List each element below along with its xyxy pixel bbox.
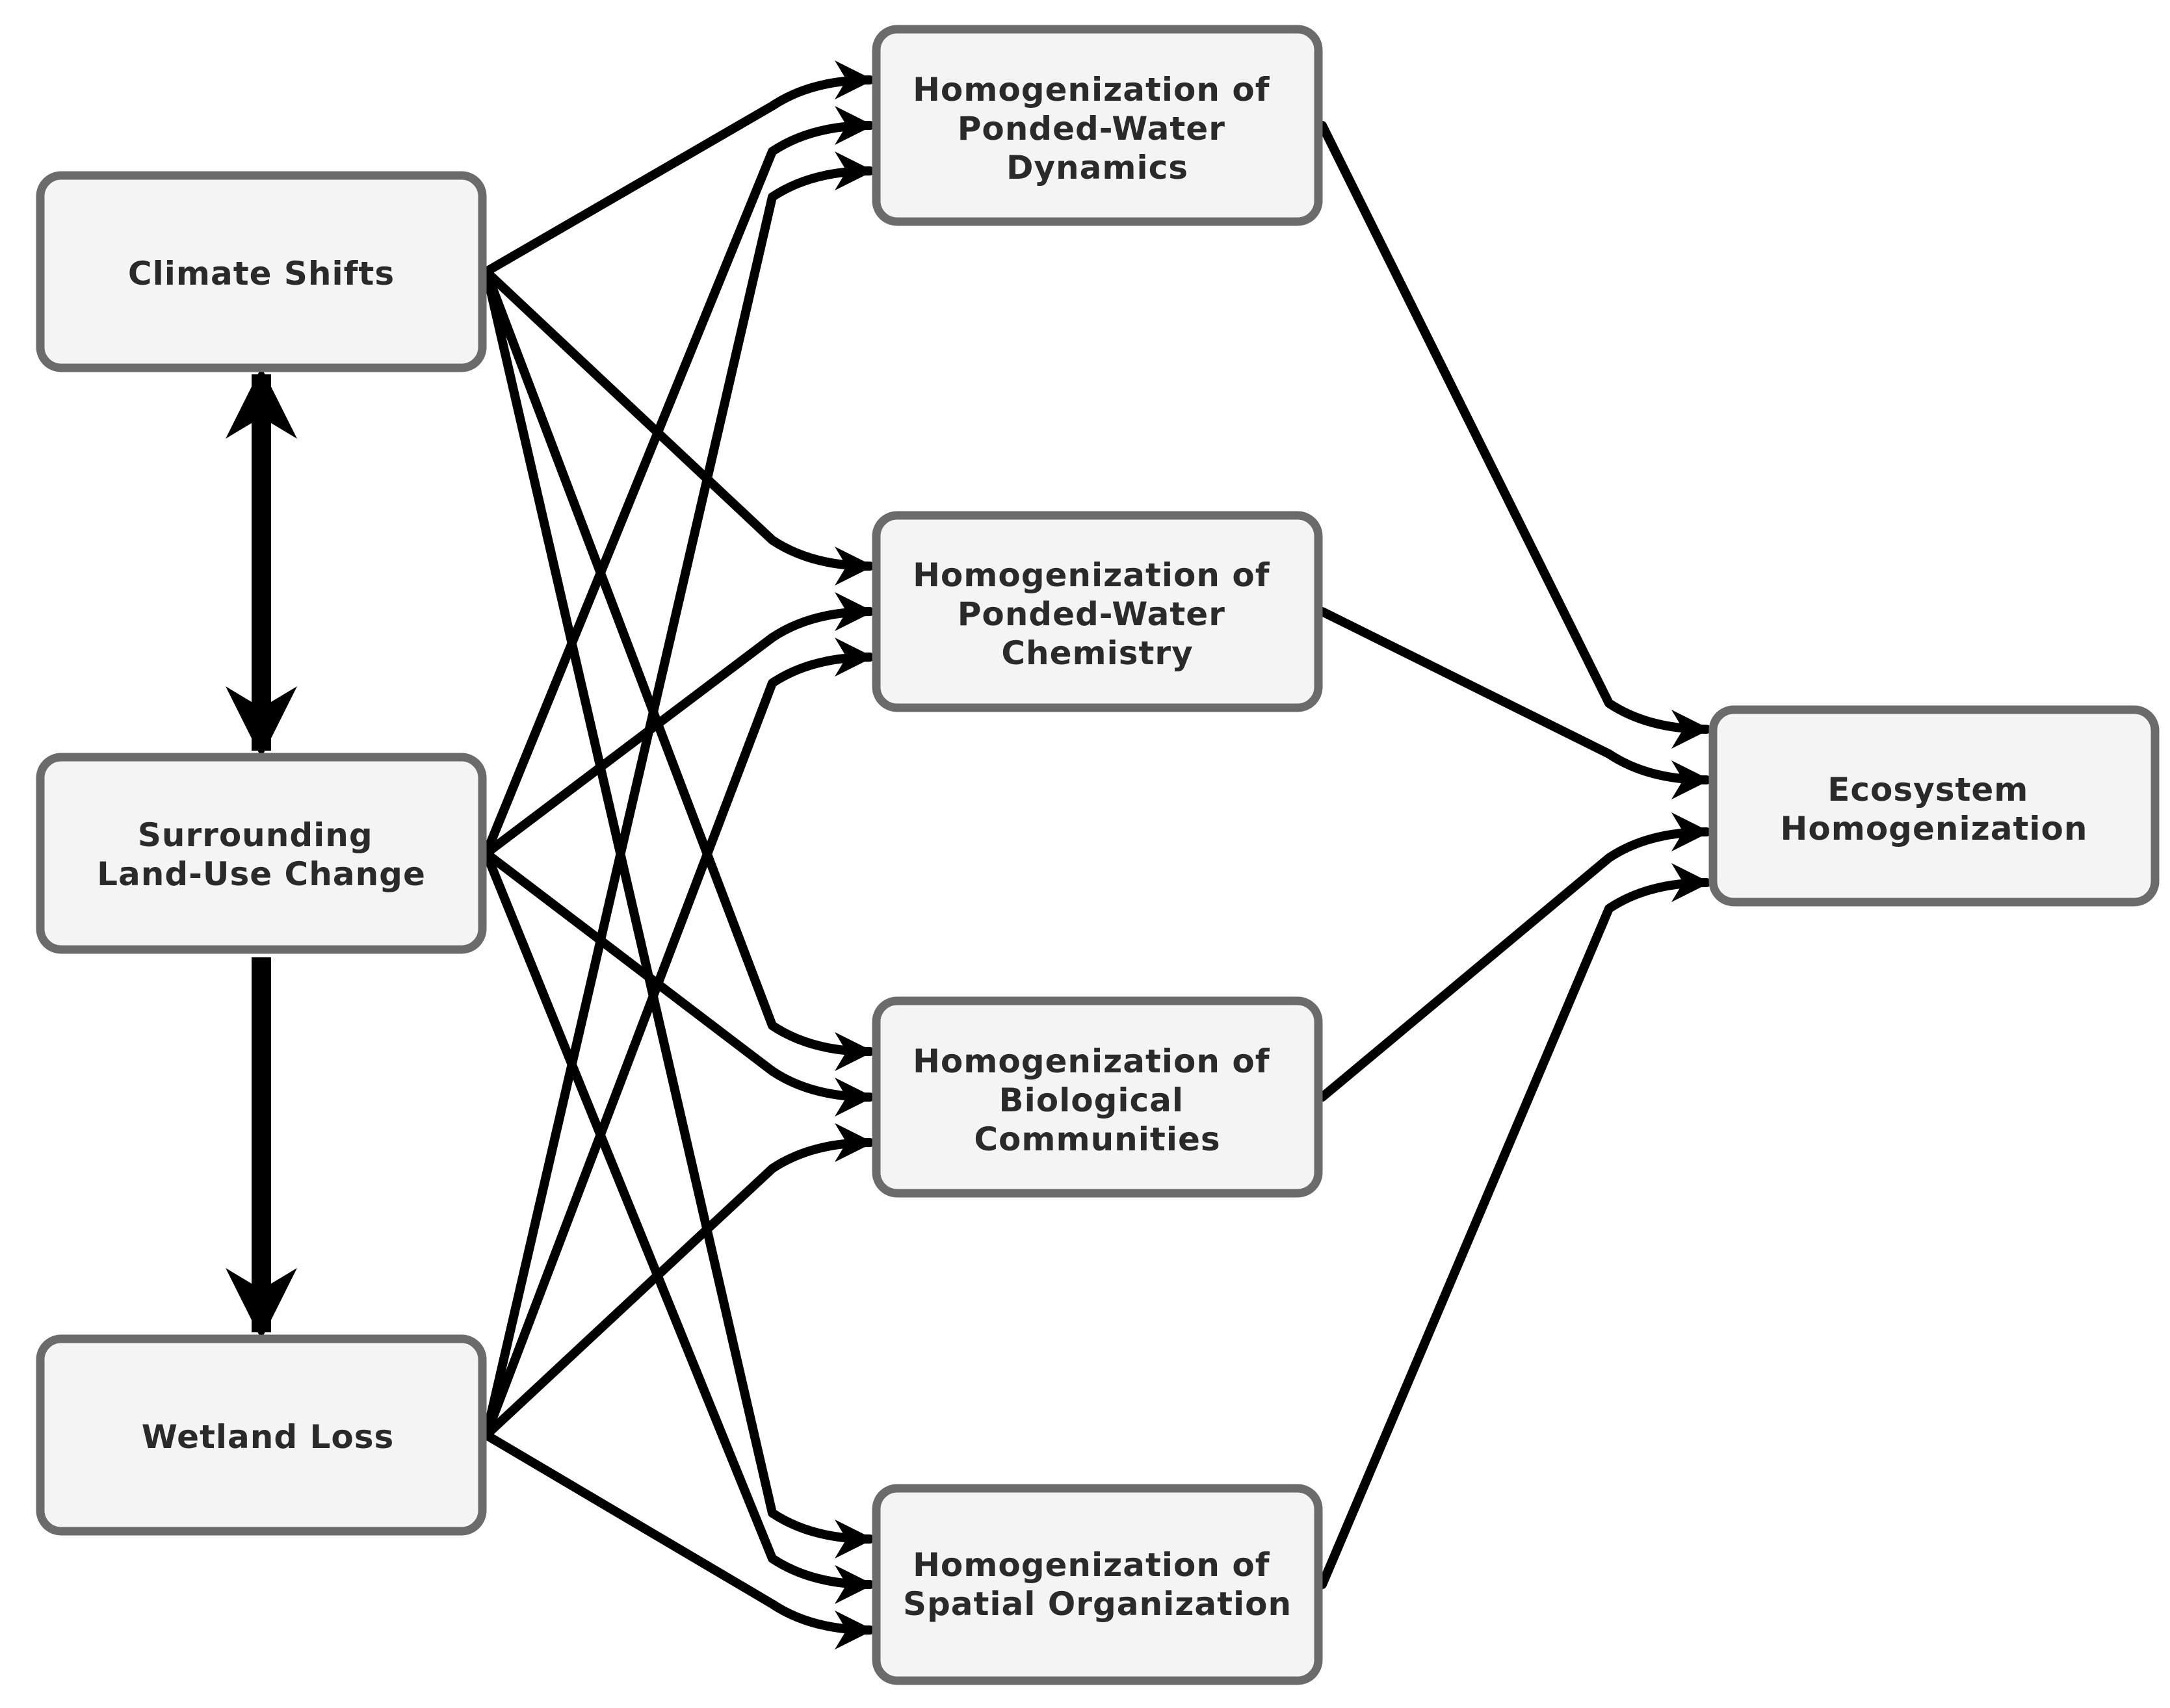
node-label-line: Homogenization of xyxy=(913,1546,1270,1584)
node-label-line: Wetland Loss xyxy=(142,1418,395,1456)
node-wetland-loss: Wetland Loss xyxy=(36,1334,487,1536)
edge-wetland-to-biological xyxy=(482,1123,874,1440)
node-ecosystem-homogenization: Ecosystem Homogenization xyxy=(1708,705,2160,907)
node-label-line: Homogenization of xyxy=(913,556,1270,594)
svg-text:Surrounding Land-Use C: Surrounding Land-Use Change xyxy=(97,816,426,893)
svg-text:Climate Shifts: Climate Shifts xyxy=(128,255,395,292)
node-ponded-water-chemistry: Homogenization of Ponded-Water Chemistry xyxy=(872,511,1323,712)
svg-text:Homogenization of Pond: Homogenization of Ponded-Water Dynamics xyxy=(913,71,1282,187)
node-label-line: Dynamics xyxy=(1006,149,1188,187)
node-label-line: Land-Use Change xyxy=(97,855,426,893)
node-label-line: Chemistry xyxy=(1001,634,1193,672)
node-label-line: Ponded-Water xyxy=(958,110,1225,148)
svg-text:Homogenization of Pond: Homogenization of Ponded-Water Chemistry xyxy=(913,556,1282,672)
node-spatial-organization: Homogenization of Spatial Organization xyxy=(872,1484,1323,1685)
node-label-line: Homogenization of xyxy=(913,71,1270,109)
edge-wetland-to-chemistry xyxy=(482,638,874,1440)
node-label-line: Surrounding xyxy=(138,816,373,854)
svg-text:Homogenization of Biol: Homogenization of Biological Communities xyxy=(913,1042,1282,1158)
edge-chemistry-to-ecosystem xyxy=(1318,607,1711,799)
node-label-line: Communities xyxy=(974,1120,1220,1158)
node-label-line: Ecosystem xyxy=(1827,771,2028,809)
edge-climate-to-dynamics xyxy=(482,60,874,276)
edge-wetland-to-dynamics xyxy=(482,151,874,1440)
node-ponded-water-dynamics: Homogenization of Ponded-Water Dynamics xyxy=(872,25,1323,226)
node-label-line: Ponded-Water xyxy=(958,595,1225,633)
svg-text:Ecosystem Homogenizati: Ecosystem Homogenization xyxy=(1781,771,2088,848)
node-biological-communities: Homogenization of Biological Communities xyxy=(872,996,1323,1198)
edge-biological-to-ecosystem xyxy=(1318,812,1711,1102)
node-surrounding-land-use-change: Surrounding Land-Use Change xyxy=(36,753,487,954)
node-label-line: Spatial Organization xyxy=(903,1585,1292,1623)
edge-landuse-to-biological xyxy=(482,849,874,1117)
edge-landuse-to-dynamics xyxy=(482,106,874,858)
edge-dynamics-to-ecosystem xyxy=(1318,121,1711,749)
edges-layer xyxy=(226,60,1711,1650)
nodes-layer: Climate Shifts Surrounding Land-Use Chan… xyxy=(36,25,2160,1685)
edge-landuse-to-spatial xyxy=(482,849,874,1604)
node-label-line: Homogenization xyxy=(1781,810,2088,848)
edge-wetland-to-spatial xyxy=(482,1430,874,1650)
edge-spatial-to-ecosystem xyxy=(1318,863,1711,1589)
edge-climate-to-biological xyxy=(482,267,874,1071)
edge-landuse-to-chemistry xyxy=(482,592,874,858)
edge-climate-to-spatial xyxy=(482,267,874,1559)
node-label-line: Homogenization of xyxy=(913,1042,1270,1080)
svg-text:Wetland Loss: Wetland Loss xyxy=(142,1418,395,1456)
node-climate-shifts: Climate Shifts xyxy=(36,171,487,372)
svg-text:Homogenization of Spat: Homogenization of Spatial Organization xyxy=(903,1546,1292,1623)
edge-climate-to-chemistry xyxy=(482,267,874,586)
node-label-line: Biological xyxy=(999,1081,1184,1119)
node-label-line: Climate Shifts xyxy=(128,255,395,292)
